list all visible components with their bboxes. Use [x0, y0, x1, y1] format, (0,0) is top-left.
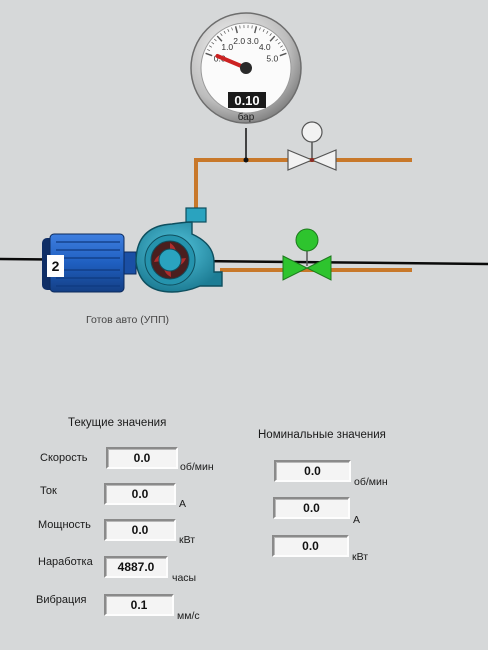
gauge-readout: 0.10	[228, 92, 266, 108]
upper-valve[interactable]	[287, 121, 337, 171]
current-current-unit: А	[179, 498, 187, 510]
pressure-gauge: 0.01.02.03.04.05.0 бар	[190, 12, 302, 124]
gauge-minor-tick	[266, 30, 269, 34]
runtime-current-unit: часы	[172, 572, 197, 584]
gauge-minor-tick	[281, 49, 285, 52]
gauge-scale-label: 5.0	[266, 53, 278, 63]
runtime-current-field: 4887.0	[104, 556, 168, 578]
gauge-minor-tick	[207, 49, 211, 52]
power-nominal-unit: кВт	[352, 551, 369, 563]
gauge-minor-tick	[220, 33, 223, 37]
gauge-scale-label: 2.0	[233, 36, 245, 46]
gauge-major-tick	[234, 26, 238, 34]
speed-nominal-unit: об/мин	[354, 476, 388, 488]
vibration-label: Вибрация	[36, 594, 87, 606]
power-current-unit: кВт	[179, 534, 196, 546]
upper-pipe	[194, 158, 412, 212]
current-nominal-field: 0.0	[273, 497, 350, 519]
current-label: Ток	[40, 485, 57, 497]
gauge-minor-tick	[269, 33, 272, 37]
gauge-minor-tick	[209, 45, 212, 48]
gauge-minor-tick	[227, 28, 230, 32]
power-current-field: 0.0	[104, 519, 176, 541]
upper-valve-actuator	[301, 121, 323, 143]
gauge-hub	[240, 62, 252, 74]
speed-nominal-field: 0.0	[274, 460, 351, 482]
gauge-minor-tick	[275, 38, 278, 42]
power-nominal-field: 0.0	[272, 535, 349, 557]
gauge-junction	[243, 157, 249, 163]
gauge-unit: бар	[238, 111, 255, 123]
gauge-minor-tick	[259, 27, 261, 31]
speed-current-field: 0.0	[106, 447, 178, 469]
lower-valve[interactable]	[282, 228, 332, 281]
gauge-scale-label: 1.0	[221, 42, 233, 52]
gauge-major-tick	[254, 26, 258, 34]
gauge-minor-tick	[211, 41, 215, 45]
speed-current-unit: об/мин	[180, 461, 214, 473]
power-label: Мощность	[38, 519, 91, 531]
gauge-minor-tick	[277, 41, 281, 45]
lower-valve-actuator	[295, 228, 319, 252]
vibration-current-field: 0.1	[104, 594, 174, 616]
gauge-major-tick	[269, 35, 276, 42]
pump-number-badge: 2	[47, 255, 64, 277]
gauge-minor-tick	[231, 27, 233, 31]
speed-label: Скорость	[40, 452, 88, 464]
gauge-minor-tick	[214, 38, 217, 42]
gauge-major-tick	[216, 35, 223, 42]
gauge-minor-tick	[262, 28, 265, 32]
pump-status-label: Готов авто (УПП)	[86, 314, 170, 326]
gauge-minor-tick	[280, 45, 283, 48]
current-nominal-unit: А	[353, 514, 361, 526]
current-current-field: 0.0	[104, 483, 176, 505]
gauge-scale-label: 3.0	[247, 36, 259, 46]
gauge-major-tick	[205, 52, 213, 57]
gauge-tick-marks	[205, 25, 287, 57]
nominal-values-title: Номинальные значения	[258, 429, 386, 441]
vibration-current-unit: мм/с	[177, 610, 200, 622]
pump-volute[interactable]	[135, 207, 223, 293]
gauge-minor-tick	[223, 30, 226, 34]
gauge-major-tick	[279, 52, 287, 57]
gauge-scale-label: 4.0	[259, 42, 271, 52]
current-values-title: Текущие значения	[68, 417, 167, 429]
runtime-label: Наработка	[38, 556, 93, 568]
